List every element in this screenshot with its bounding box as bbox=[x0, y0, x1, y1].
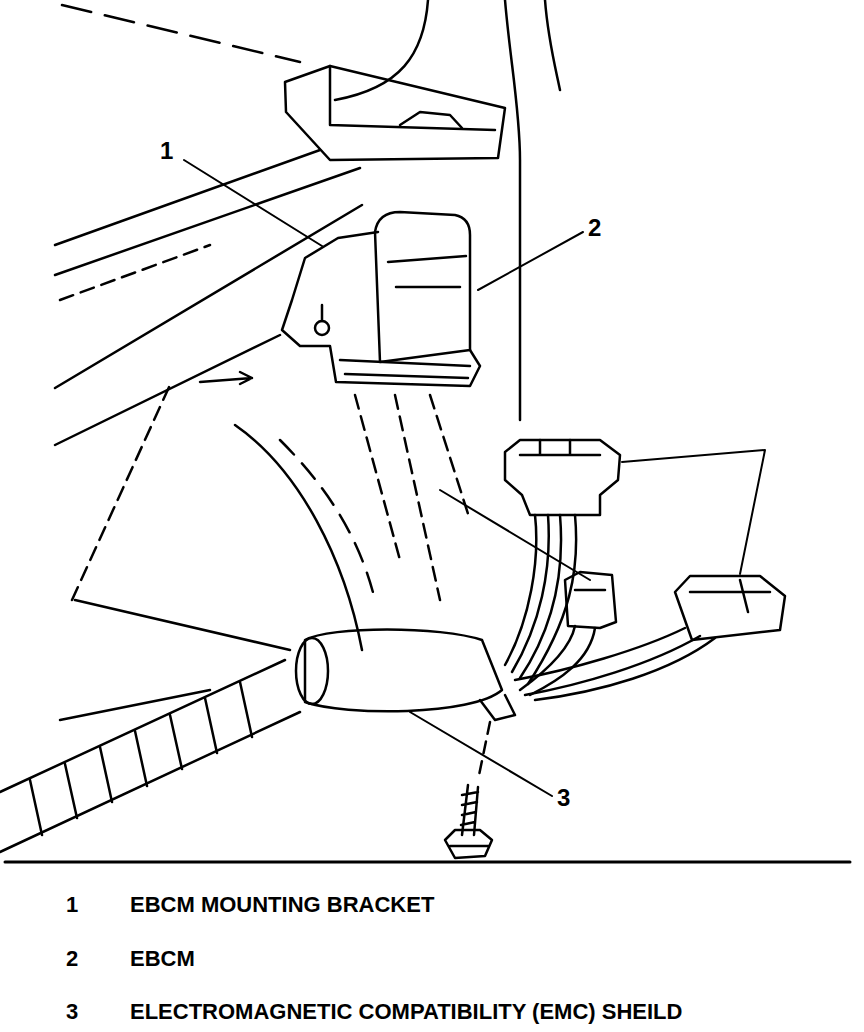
ebcm-module bbox=[388, 256, 466, 287]
dashed-guide bbox=[478, 722, 490, 780]
legend-number: 1 bbox=[66, 893, 78, 917]
wires bbox=[505, 515, 576, 684]
part-name: EBCM bbox=[130, 947, 195, 971]
panel-edge bbox=[505, 0, 520, 420]
legend-number: 3 bbox=[66, 1000, 78, 1024]
tab-bracket bbox=[330, 66, 495, 130]
part-name: EBCM MOUNTING BRACKET bbox=[130, 893, 434, 917]
leader-line bbox=[622, 450, 765, 574]
wires bbox=[515, 628, 715, 700]
part-name: ELECTROMAGNETIC COMPATIBILITY (EMC) SHEI… bbox=[130, 1000, 682, 1024]
fender-arc bbox=[280, 440, 375, 600]
stud bbox=[315, 321, 329, 335]
tab-bracket bbox=[285, 66, 505, 160]
legend-number: 2 bbox=[66, 947, 78, 971]
leader-line bbox=[184, 160, 322, 246]
harness bbox=[0, 660, 300, 852]
separator-rule bbox=[5, 861, 850, 864]
mounting-bracket bbox=[340, 360, 470, 378]
ebcm-module bbox=[375, 212, 470, 362]
emc-shield bbox=[305, 630, 502, 712]
harness bbox=[30, 682, 252, 835]
screw bbox=[445, 830, 492, 858]
emc-shield bbox=[296, 638, 328, 704]
panel-edge bbox=[545, 0, 560, 90]
callout-number: 3 bbox=[557, 785, 570, 811]
wires bbox=[520, 626, 595, 695]
callout-number: 2 bbox=[588, 215, 601, 241]
rail bbox=[55, 205, 362, 388]
dashed-guide bbox=[72, 385, 170, 600]
direction-arrow bbox=[200, 372, 252, 384]
rail bbox=[60, 245, 210, 300]
dashed-guide bbox=[430, 395, 470, 520]
dashed-guide bbox=[355, 395, 400, 560]
dashed-guide bbox=[395, 395, 440, 600]
rail bbox=[55, 168, 360, 275]
mounting-bracket bbox=[282, 232, 480, 386]
dashed-edge bbox=[62, 5, 300, 62]
leader-line bbox=[410, 712, 552, 796]
connector bbox=[520, 440, 600, 455]
floor-line bbox=[75, 600, 290, 650]
leader-line bbox=[440, 490, 590, 580]
tab-bracket bbox=[400, 112, 462, 128]
stud bbox=[321, 305, 324, 321]
connector bbox=[505, 440, 620, 515]
screw bbox=[461, 785, 478, 835]
connector bbox=[690, 580, 770, 612]
callout-number: 1 bbox=[160, 138, 173, 164]
leader-line bbox=[478, 232, 583, 290]
connector bbox=[675, 576, 785, 640]
shield-tab bbox=[480, 695, 515, 720]
fender-arc bbox=[235, 425, 362, 650]
connector bbox=[575, 589, 605, 592]
rail bbox=[55, 150, 320, 245]
